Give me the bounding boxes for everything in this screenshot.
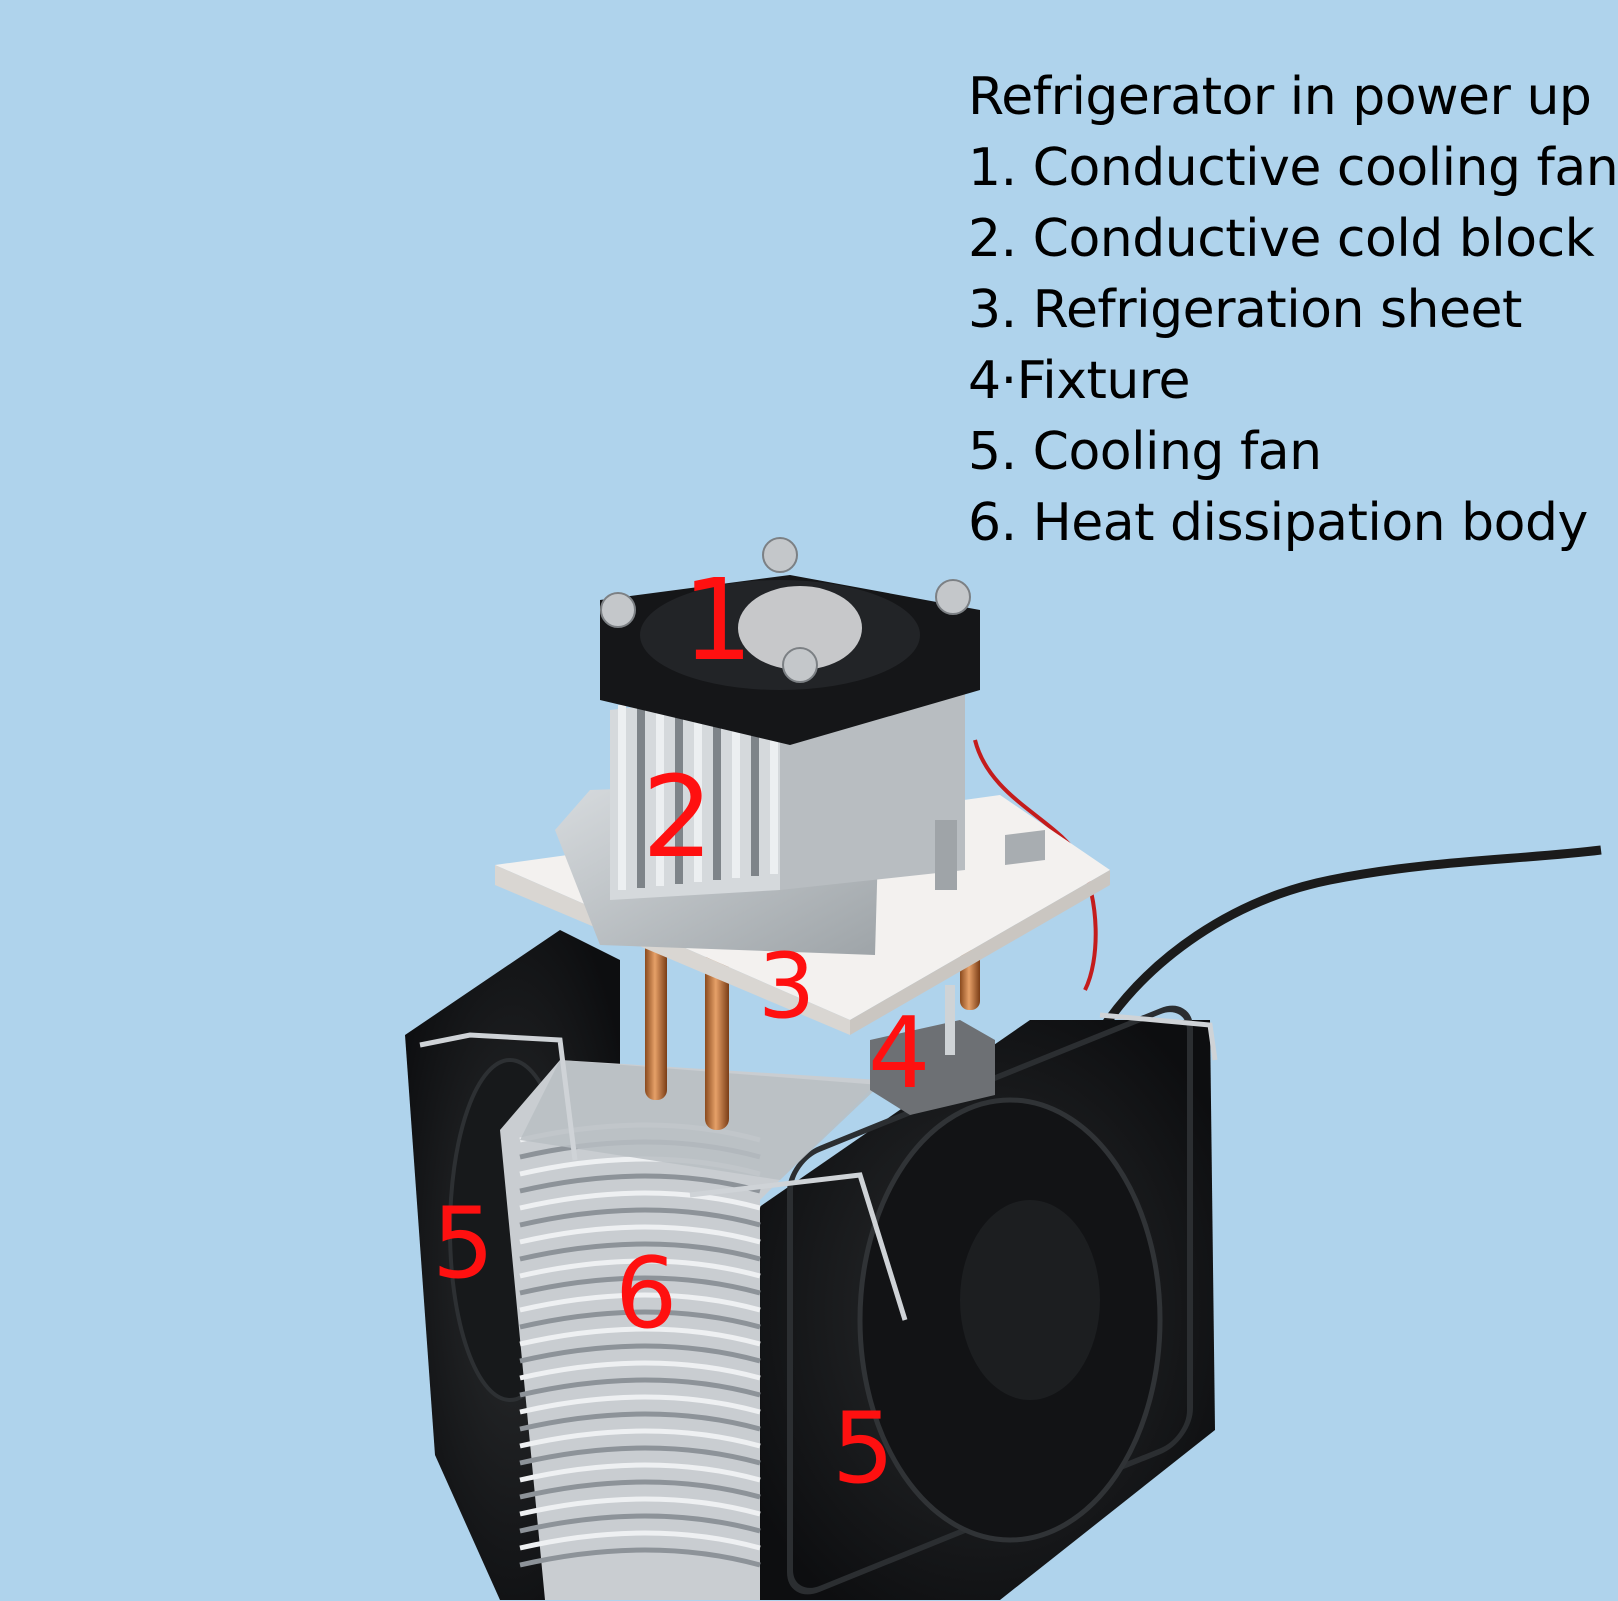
- fin-line: [519, 1292, 761, 1313]
- marker-5-left: 5: [432, 1187, 495, 1301]
- fin-line: [519, 1343, 761, 1364]
- fin-line: [519, 1530, 761, 1551]
- legend-item: 5. Cooling fan: [968, 422, 1322, 482]
- fin-line: [519, 1547, 761, 1568]
- marker-1: 1: [682, 556, 754, 686]
- legend-item: 1. Conductive cooling fan: [968, 138, 1618, 198]
- right-cooling-fan: [755, 1005, 1215, 1600]
- marker-6: 6: [615, 1237, 678, 1351]
- cold-block-fin: [656, 701, 664, 886]
- fin-line: [519, 1207, 761, 1228]
- fin-line: [519, 1428, 761, 1449]
- fin-line: [519, 1394, 761, 1415]
- conductive-cooling-fan: [600, 537, 980, 745]
- fin-line: [519, 1513, 761, 1534]
- fin-line: [519, 1173, 761, 1194]
- cold-block-fin: [751, 691, 759, 876]
- cold-block-fin: [770, 689, 778, 874]
- cold-block-fin: [694, 697, 702, 882]
- fin-line: [519, 1258, 761, 1279]
- fin-line: [519, 1411, 761, 1432]
- heat-dissipation-body: [500, 1060, 880, 1600]
- fixture-block: [870, 985, 995, 1115]
- cold-block-fin: [713, 695, 721, 880]
- fin-line: [519, 1309, 761, 1330]
- marker-4: 4: [868, 997, 931, 1111]
- fin-line: [519, 1377, 761, 1398]
- legend-item: 3. Refrigeration sheet: [968, 280, 1522, 340]
- fin-line: [519, 1445, 761, 1466]
- cold-block-fin: [732, 693, 740, 878]
- power-cable: [1101, 845, 1602, 1028]
- fin-line: [519, 1462, 761, 1483]
- fin-line: [519, 1326, 761, 1347]
- legend-item: 2. Conductive cold block: [968, 209, 1595, 269]
- fin-line: [519, 1479, 761, 1500]
- legend-title: Refrigerator in power up: [968, 67, 1592, 127]
- fin-line: [519, 1275, 761, 1296]
- conductive-cold-block: [555, 685, 1045, 955]
- legend-item: 6. Heat dissipation body: [968, 493, 1588, 553]
- wire-clips: [419, 1012, 1218, 1321]
- legend-item: 4·Fixture: [968, 351, 1191, 411]
- fin-line: [519, 1241, 761, 1262]
- marker-2: 2: [642, 753, 714, 883]
- cold-block-fin: [618, 705, 626, 890]
- marker-3: 3: [758, 934, 816, 1039]
- legend: Refrigerator in power up 1. Conductive c…: [968, 62, 1618, 559]
- cold-block-fin: [637, 703, 645, 888]
- fin-line: [519, 1496, 761, 1517]
- fin-line: [519, 1224, 761, 1245]
- marker-5-right: 5: [832, 1392, 895, 1506]
- fin-line: [519, 1190, 761, 1211]
- cold-block-fin: [675, 699, 683, 884]
- fin-line: [519, 1360, 761, 1381]
